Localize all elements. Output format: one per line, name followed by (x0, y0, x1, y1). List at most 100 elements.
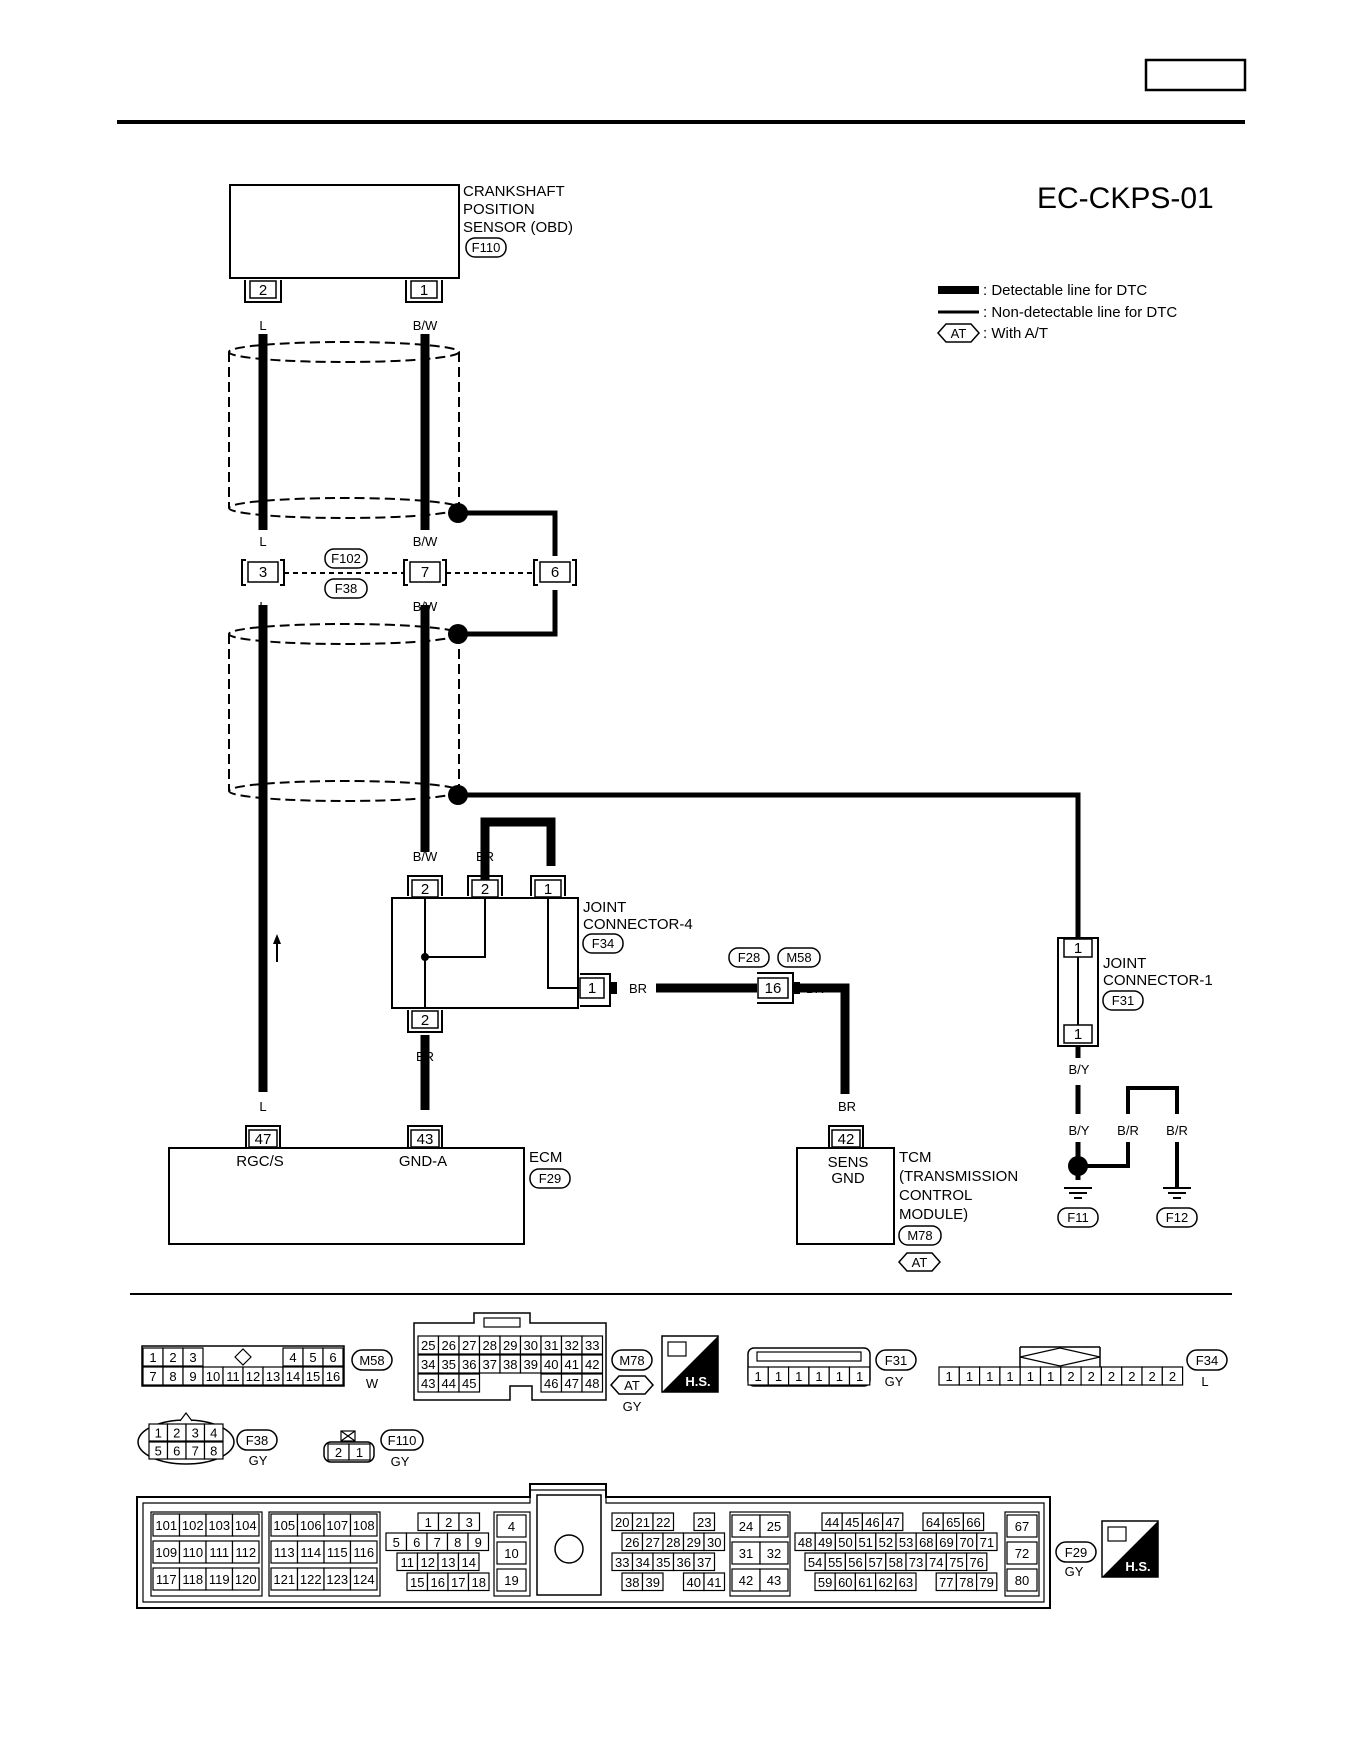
f110-pin-2: 2 (327, 1443, 350, 1461)
svg-text:12: 12 (246, 1369, 260, 1384)
f29-pin-102: 102 (178, 1513, 207, 1537)
svg-text:74: 74 (929, 1555, 943, 1570)
svg-text:73: 73 (909, 1555, 923, 1570)
svg-text:3: 3 (466, 1515, 473, 1530)
svg-text:41: 41 (565, 1357, 579, 1372)
f29-pin-20: 20 (611, 1512, 634, 1532)
svg-text:1: 1 (966, 1369, 973, 1384)
f29-pin-44: 44 (821, 1512, 843, 1532)
svg-text:43: 43 (767, 1573, 781, 1588)
f29-pin-124: 124 (349, 1567, 378, 1591)
wire-label-bw-4: B/W (413, 849, 438, 864)
m78-pin-39: 39 (519, 1354, 542, 1374)
svg-text:54: 54 (808, 1555, 822, 1570)
svg-text:44: 44 (825, 1515, 839, 1530)
f29-pin-34: 34 (631, 1552, 654, 1572)
svg-text:2: 2 (421, 881, 429, 898)
svg-text:1: 1 (420, 282, 428, 299)
f29-pin-33: 33 (611, 1552, 634, 1572)
f29-pin-75: 75 (945, 1552, 968, 1572)
svg-text:77: 77 (939, 1575, 953, 1590)
f29-pin-42: 42 (731, 1568, 761, 1592)
svg-text:MODULE): MODULE) (899, 1206, 968, 1223)
wire-label-l-4: L (259, 1099, 266, 1114)
svg-text:43: 43 (421, 1376, 435, 1391)
f29-pin-73: 73 (905, 1552, 927, 1572)
m78-pin-30: 30 (519, 1335, 542, 1355)
svg-text:47: 47 (565, 1376, 579, 1391)
svg-text:11: 11 (226, 1369, 240, 1384)
svg-text:17: 17 (451, 1575, 465, 1590)
svg-text:L: L (1201, 1374, 1208, 1389)
svg-text:6: 6 (329, 1350, 336, 1365)
m58-pin-11: 11 (222, 1366, 244, 1386)
svg-text:1: 1 (1074, 940, 1082, 957)
f38-pin-1: 1 (148, 1423, 169, 1442)
f29-pin-13: 13 (437, 1552, 460, 1572)
svg-text:75: 75 (949, 1555, 963, 1570)
svg-text:9: 9 (475, 1535, 482, 1550)
svg-text:23: 23 (697, 1515, 711, 1530)
svg-text:4: 4 (210, 1426, 217, 1441)
joint-connector-1: 1 1 JOINT CONNECTOR-1 F31 (1057, 937, 1213, 1047)
svg-text:21: 21 (636, 1515, 650, 1530)
m58-pin-6: 6 (322, 1347, 344, 1367)
f29-pin-67: 67 (1006, 1514, 1038, 1538)
svg-text:36: 36 (677, 1555, 691, 1570)
f34-pin-1: 1 (938, 1366, 960, 1386)
svg-text:1: 1 (946, 1369, 953, 1384)
svg-text:61: 61 (858, 1575, 872, 1590)
svg-text:M58: M58 (786, 950, 811, 965)
svg-text:: Non-detectable line for DTC: : Non-detectable line for DTC (983, 304, 1177, 321)
f29-pin-21: 21 (631, 1512, 654, 1532)
svg-text:F110: F110 (388, 1433, 417, 1448)
splice-dots (448, 503, 468, 805)
svg-text:46: 46 (544, 1376, 558, 1391)
f34-pin-1: 1 (978, 1366, 1001, 1386)
joint-pin-3: 3 (241, 559, 285, 586)
svg-text:104: 104 (235, 1518, 257, 1533)
f34-pin-1: 1 (999, 1366, 1021, 1386)
svg-text:13: 13 (266, 1369, 280, 1384)
f29-pin-14: 14 (457, 1552, 480, 1572)
svg-text:F29: F29 (539, 1171, 561, 1186)
svg-text:69: 69 (939, 1535, 953, 1550)
svg-text:JOINT: JOINT (1103, 955, 1146, 972)
svg-text:F34: F34 (1196, 1353, 1218, 1368)
svg-text:80: 80 (1015, 1573, 1029, 1588)
svg-text:122: 122 (300, 1572, 322, 1587)
svg-text:27: 27 (462, 1338, 476, 1353)
svg-text:16: 16 (326, 1369, 340, 1384)
wire-label-by-2: B/Y (1069, 1123, 1090, 1138)
f29-pin-48: 48 (794, 1532, 816, 1552)
f29-pin-109: 109 (152, 1540, 181, 1564)
f29-pin-112: 112 (231, 1540, 260, 1564)
wire-label-br-1: BR (476, 849, 494, 864)
m78-pin-29: 29 (499, 1335, 522, 1355)
f38-pin-5: 5 (148, 1441, 169, 1460)
f29-pin-9: 9 (467, 1532, 490, 1552)
svg-text:1: 1 (795, 1369, 802, 1384)
f29-pin-40: 40 (682, 1572, 705, 1592)
sensor-pin-1: 1 (405, 280, 443, 303)
svg-text:2: 2 (445, 1515, 452, 1530)
m78-pin-45: 45 (458, 1373, 481, 1393)
wire-label-br-3: BR (416, 1049, 434, 1064)
svg-text:GND-A: GND-A (399, 1153, 447, 1170)
m78-pin-44: 44 (437, 1373, 460, 1393)
svg-text:103: 103 (208, 1518, 230, 1533)
f31-pin-1: 1 (787, 1366, 810, 1386)
svg-text:28: 28 (666, 1535, 680, 1550)
svg-text:ECM: ECM (529, 1149, 562, 1166)
m58-pin-12: 12 (242, 1366, 264, 1386)
svg-text:70: 70 (959, 1535, 973, 1550)
svg-text:6: 6 (173, 1444, 180, 1459)
svg-text:44: 44 (442, 1376, 456, 1391)
f29-pin-114: 114 (296, 1540, 325, 1564)
svg-text:42: 42 (585, 1357, 599, 1372)
svg-text:39: 39 (524, 1357, 538, 1372)
f29-pin-119: 119 (205, 1567, 234, 1591)
legend: : Detectable line for DTC : Non-detectab… (936, 282, 1177, 343)
m78-pin-40: 40 (540, 1354, 563, 1374)
